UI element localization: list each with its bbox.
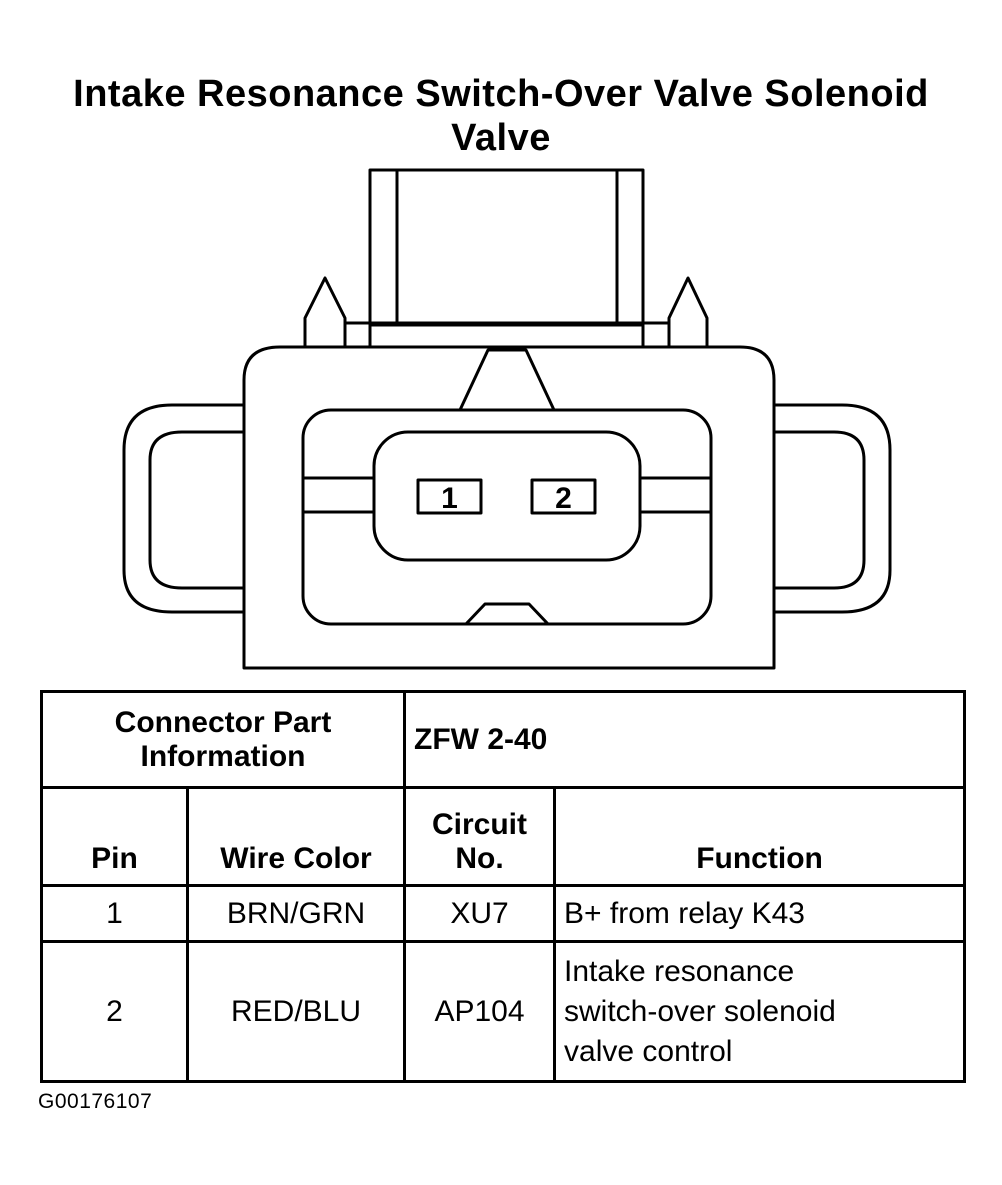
connector-inner-recess	[301, 408, 713, 626]
row-2-function-line-2: switch-over solenoid	[564, 994, 836, 1028]
title-line-1: Intake Resonance Switch-Over Valve Solen…	[73, 73, 929, 115]
connector-left-spike	[303, 276, 347, 347]
connector-rails	[303, 476, 711, 514]
part-info-label-line-1: Connector Part	[114, 705, 332, 739]
connector-housing	[242, 345, 776, 670]
diagram-title: Intake Resonance Switch-Over Valve Solen…	[0, 72, 1002, 160]
part-info-label-cell: Connector Part Information	[39, 690, 407, 789]
part-number-cell: ZFW 2-40	[403, 690, 967, 789]
connector-left-loop-inner	[148, 430, 244, 590]
pin-1-label: 1	[441, 482, 458, 515]
table-row: 1 BRN/GRN XU7 B+ from relay K43	[40, 884, 967, 943]
header-circuit: Circuit No.	[403, 786, 557, 887]
connector-right-spike	[667, 276, 709, 347]
connector-pin-cavity	[372, 430, 642, 562]
header-row: Pin Wire Color Circuit No. Function	[40, 786, 967, 887]
figure-code: G00176107	[38, 1090, 153, 1113]
connector-key-top	[458, 348, 556, 411]
title-line-2: Valve	[451, 117, 551, 159]
connector-key-bottom	[464, 602, 550, 626]
row-1-wire-color: BRN/GRN	[185, 884, 407, 943]
part-info-label-line-2: Information	[140, 739, 306, 773]
connector-face-drawing: 1 2	[122, 168, 892, 670]
row-2-function-line-3: valve control	[564, 1034, 733, 1068]
row-2-pin: 2	[40, 940, 189, 1083]
pin-1-box	[416, 478, 483, 515]
row-2-wire-color: RED/BLU	[185, 940, 407, 1083]
row-1-function: B+ from relay K43	[553, 884, 967, 943]
table-row: 2 RED/BLU AP104 Intake resonance switch-…	[40, 940, 967, 1083]
pin-2-label: 2	[555, 482, 572, 515]
header-circuit-line-1: Circuit	[432, 808, 528, 841]
connector-left-loop	[122, 403, 244, 614]
connector-top-latch	[343, 168, 671, 349]
row-2-function: Intake resonance switch-over solenoid va…	[553, 940, 967, 1083]
row-1-pin: 1	[40, 884, 189, 943]
header-pin: Pin	[40, 786, 189, 887]
connector-info-table: Connector Part Information ZFW 2-40 Pin …	[39, 690, 967, 1083]
header-function: Function	[553, 786, 967, 887]
row-2-function-line-1: Intake resonance	[564, 954, 795, 988]
header-circuit-line-2: No.	[455, 842, 504, 875]
connector-right-loop-inner	[774, 430, 866, 590]
part-info-row: Connector Part Information ZFW 2-40	[39, 690, 967, 789]
pin-2-box	[530, 478, 597, 515]
header-wire-color: Wire Color	[185, 786, 407, 887]
connector-right-loop	[774, 403, 892, 614]
row-2-circuit: AP104	[403, 940, 557, 1083]
row-1-circuit: XU7	[403, 884, 557, 943]
